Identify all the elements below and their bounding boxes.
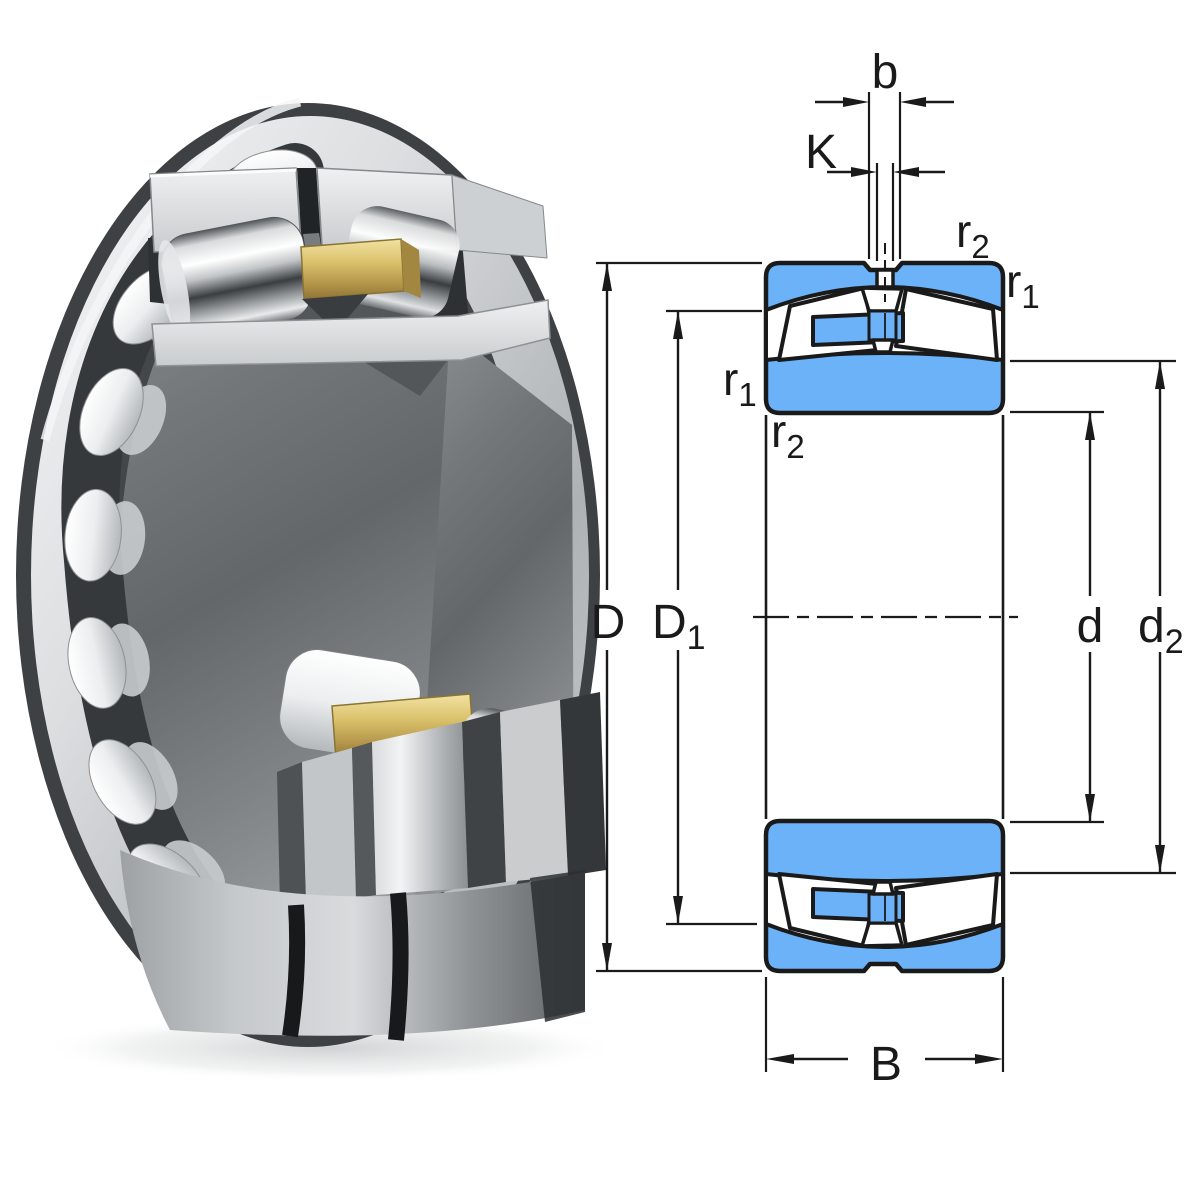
cage-shadow-wedge <box>302 294 368 332</box>
brass-cage-side <box>401 239 421 298</box>
label-b: b <box>872 46 899 99</box>
label-D1: D1 <box>652 596 706 657</box>
roller <box>67 617 127 709</box>
slab-highlight <box>149 168 297 178</box>
section-slab-right-wing <box>451 174 548 259</box>
inner-ring-assembly <box>120 649 606 1041</box>
label-r2-outer: r2 <box>956 205 990 265</box>
dimension-b <box>815 92 954 259</box>
chrome-roller-main <box>158 216 313 339</box>
cylinder-end-cap <box>530 870 585 1022</box>
inner-ring-section-slab <box>151 299 551 367</box>
label-D: D <box>591 596 626 649</box>
roller <box>88 739 157 825</box>
inner-ring-band-stack <box>277 692 606 905</box>
dimension-d <box>1010 410 1104 824</box>
label-r1-inner: r1 <box>723 353 757 413</box>
outer-ring-cutaway <box>148 167 551 396</box>
lubrication-slot <box>297 168 321 246</box>
cross-section-diagram: D D1 d d2 <box>591 46 1184 1091</box>
dimension-B <box>764 977 1005 1072</box>
label-r1-outer: r1 <box>1006 255 1040 315</box>
label-d2: d2 <box>1138 600 1184 661</box>
bearing-photo <box>16 97 620 1082</box>
brass-cage-block <box>300 238 405 300</box>
roller <box>79 367 144 457</box>
bearing-section-lower-half <box>766 821 1003 971</box>
dimension-d2 <box>1010 359 1176 875</box>
dimension-K <box>827 163 945 261</box>
lubrication-slot-floor <box>303 233 321 246</box>
cylinder-groove-1 <box>282 904 306 1038</box>
label-d: d <box>1077 600 1104 653</box>
rim-highlight <box>40 97 302 442</box>
label-r2-inner: r2 <box>771 405 805 465</box>
label-B: B <box>870 1038 902 1091</box>
dimension-D1 <box>666 309 762 926</box>
cylinder-groove-2 <box>388 892 409 1041</box>
dimension-D <box>596 261 762 973</box>
inner-ring-cylinder <box>120 850 585 1036</box>
label-K: K <box>805 126 837 179</box>
roller <box>64 488 122 582</box>
